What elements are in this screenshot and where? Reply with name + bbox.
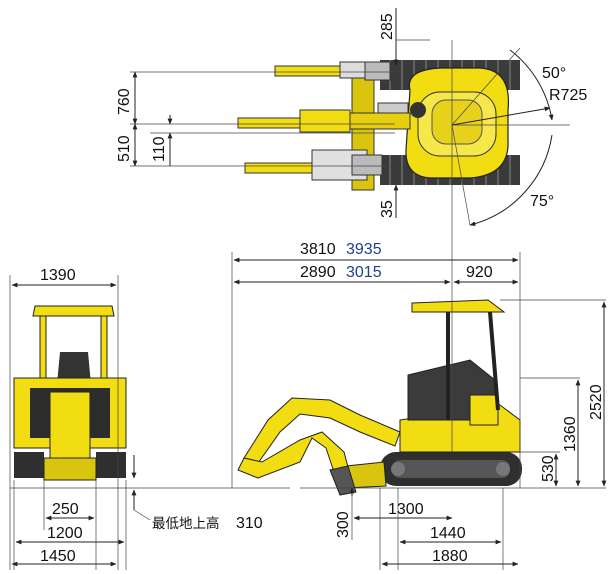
dim-760: 760 bbox=[116, 88, 133, 115]
dim-35: 35 bbox=[379, 200, 396, 218]
side-view-upper-body bbox=[399, 359, 521, 453]
dim-510: 510 bbox=[116, 135, 133, 162]
dim-530: 530 bbox=[540, 455, 557, 482]
top-view: 285 760 510 110 35 50° R725 75° bbox=[116, 8, 587, 260]
dim-2890: 2890 bbox=[300, 264, 336, 281]
front-view: 1390 250 1200 1450 最低地上高 310 bbox=[9, 267, 290, 570]
top-view-upper-body bbox=[405, 67, 510, 179]
dim-3015: 3015 bbox=[346, 264, 382, 281]
dim-1440: 1440 bbox=[430, 525, 466, 542]
dim-3810: 3810 bbox=[300, 241, 336, 258]
front-view-dimension-lines bbox=[9, 275, 290, 570]
dim-1450: 1450 bbox=[40, 548, 76, 565]
front-view-blade bbox=[43, 457, 97, 481]
front-view-track-right bbox=[96, 452, 126, 478]
side-view-track bbox=[380, 452, 522, 486]
dim-1200: 1200 bbox=[47, 525, 83, 542]
dim-1360: 1360 bbox=[562, 416, 579, 452]
dim-2520: 2520 bbox=[588, 384, 605, 420]
side-view-dimension-lines bbox=[231, 252, 607, 570]
front-view-track-left bbox=[14, 452, 44, 478]
dim-920: 920 bbox=[466, 264, 493, 281]
top-view-boom-center bbox=[237, 102, 411, 133]
dim-1300: 1300 bbox=[388, 501, 424, 518]
top-view-boom-left bbox=[274, 61, 391, 81]
dim-3935: 3935 bbox=[346, 241, 382, 258]
top-view-dimension-lines bbox=[130, 8, 570, 260]
dim-110: 110 bbox=[151, 136, 168, 162]
dim-250: 250 bbox=[52, 501, 79, 518]
side-view-boom bbox=[237, 397, 401, 496]
top-view-boom-right bbox=[244, 149, 383, 181]
dim-300: 300 bbox=[335, 511, 352, 538]
radius-725: R725 bbox=[549, 87, 587, 104]
dim-1390: 1390 bbox=[40, 267, 76, 284]
angle-75: 75° bbox=[530, 193, 554, 210]
side-view-canopy bbox=[411, 299, 506, 420]
angle-50: 50° bbox=[542, 65, 566, 82]
ground-clearance-label: 最低地上高 bbox=[152, 515, 220, 532]
dim-1880: 1880 bbox=[432, 548, 468, 565]
ground-clearance-value: 310 bbox=[236, 515, 263, 532]
dim-285: 285 bbox=[379, 13, 396, 40]
side-view: 3810 3935 2890 3015 920 2520 1360 530 30… bbox=[231, 241, 607, 570]
